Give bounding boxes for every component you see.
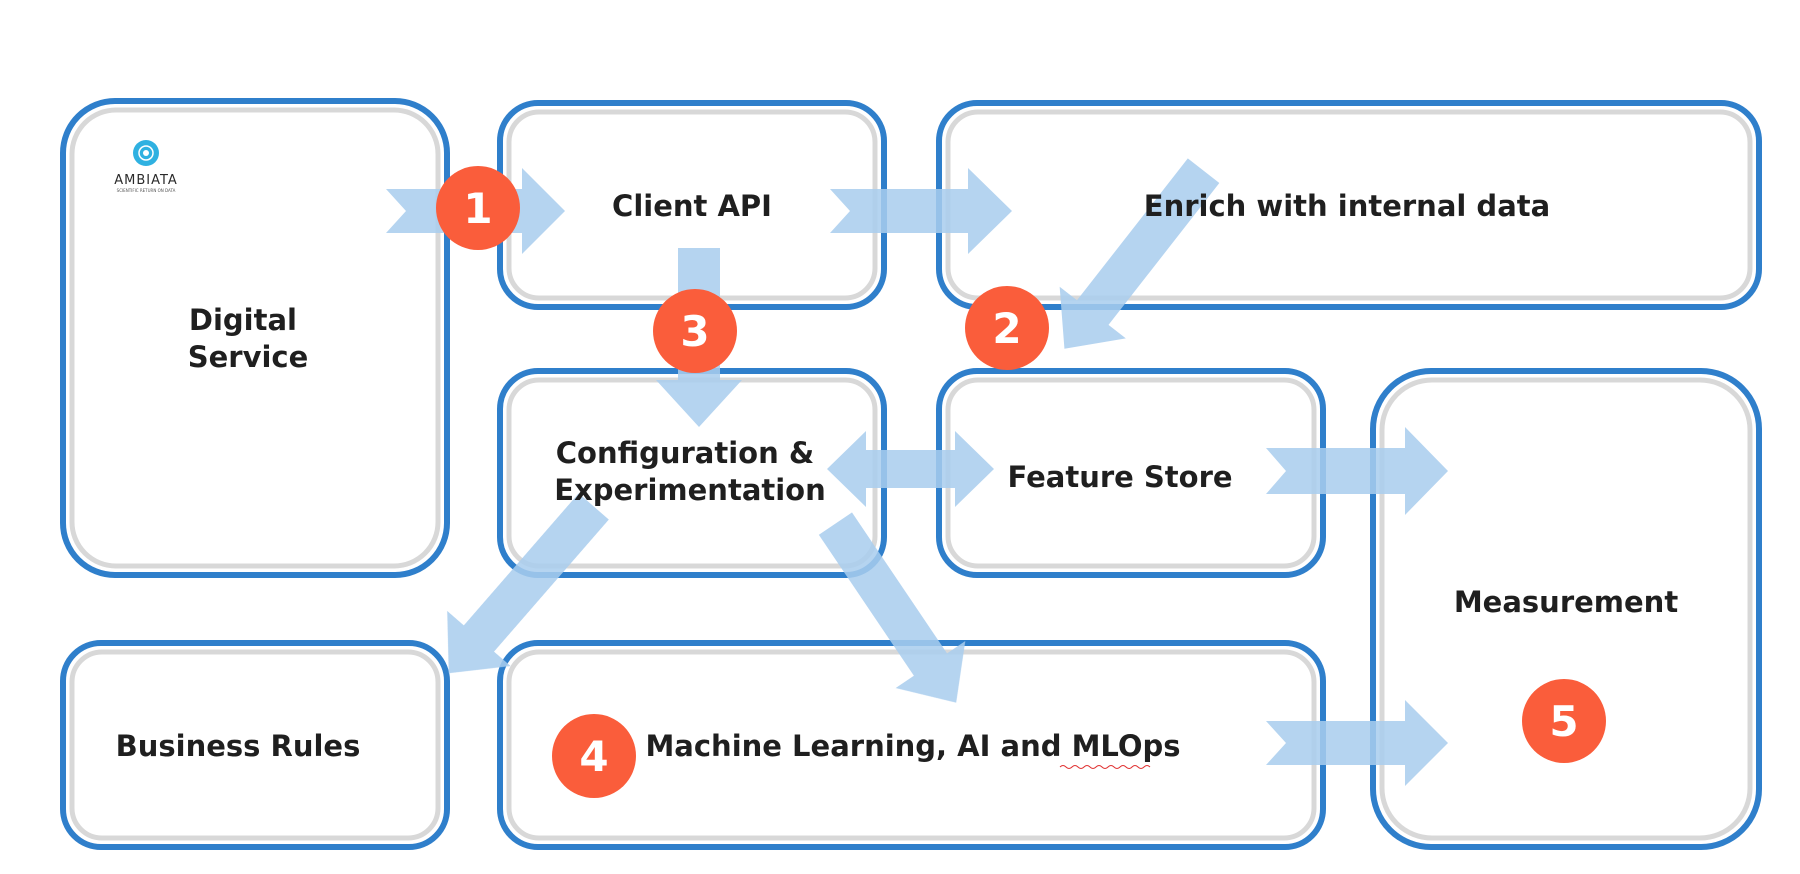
box-ml: [497, 640, 1326, 850]
svg-text:1: 1: [463, 184, 492, 233]
label-digital-service: Digital Service: [188, 303, 309, 374]
arrow-config-feature-double: [827, 431, 994, 507]
label-measurement: Measurement: [1454, 585, 1679, 619]
box-business-rules: [60, 640, 450, 850]
ambiata-logo: AMBIATA SCIENTIFIC RETURN ON DATA: [114, 140, 178, 193]
label-client-api: Client API: [612, 189, 772, 223]
svg-text:4: 4: [579, 732, 608, 781]
arrow-enrich-to-feature: [1059, 158, 1220, 349]
arrow-ml-to-measurement: [1266, 700, 1448, 786]
arrow-feature-to-measurement: [1266, 427, 1448, 515]
label-ml: Machine Learning, AI and MLOps: [645, 729, 1180, 763]
svg-text:2: 2: [992, 304, 1021, 353]
label-feature-store: Feature Store: [1007, 460, 1232, 494]
svg-text:5: 5: [1549, 697, 1578, 746]
logo-name: AMBIATA: [114, 173, 178, 188]
arrows: [386, 158, 1448, 786]
svg-text:3: 3: [680, 307, 709, 356]
label-enrich: Enrich with internal data: [1144, 189, 1550, 223]
badge-2: 2: [965, 286, 1049, 370]
arrow-api-to-enrich: [830, 168, 1012, 254]
arrow-config-to-rules: [447, 493, 609, 674]
label-config: Configuration & Experimentation: [554, 436, 826, 507]
badge-3: 3: [653, 289, 737, 373]
box-measurement: [1370, 368, 1762, 850]
label-business-rules: Business Rules: [116, 729, 361, 763]
box-digital-service: [60, 98, 450, 578]
arrow-config-to-ml: [818, 512, 966, 703]
badge-5: 5: [1522, 679, 1606, 763]
logo-tagline: SCIENTIFIC RETURN ON DATA: [117, 188, 176, 193]
spellcheck-underline: [1059, 765, 1151, 769]
badge-1: 1: [436, 166, 520, 250]
badge-4: 4: [552, 714, 636, 798]
box-feature-store: [936, 368, 1326, 578]
